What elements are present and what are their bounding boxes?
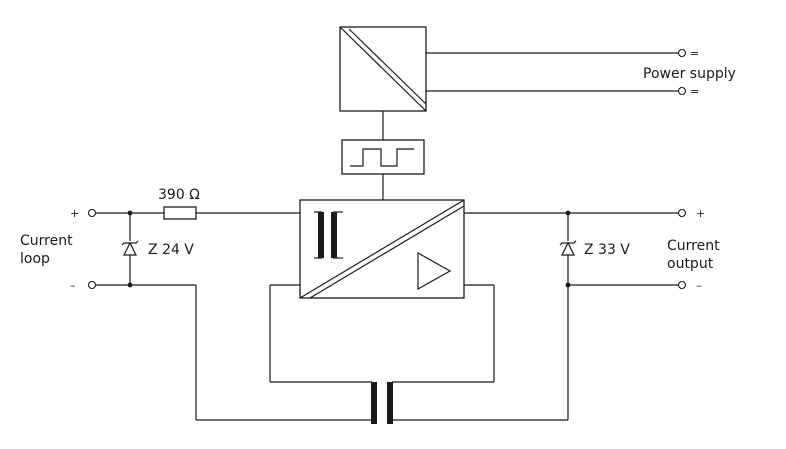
dc-symbol-top: = (690, 47, 699, 60)
power-supply-terminal-bottom (677, 86, 687, 96)
zener-diode-left (123, 241, 137, 256)
power-supply-terminal-top (677, 48, 687, 58)
current-loop-label-line2: loop (20, 251, 50, 267)
current-output-label-line1: Current (667, 238, 720, 254)
oscillator-block (341, 139, 425, 200)
internal-transformer-icon (314, 211, 343, 259)
amplifier-triangle-icon (417, 251, 452, 291)
current-loop-terminal-minus (87, 280, 97, 290)
dc-symbol-bottom: = (690, 85, 699, 98)
zener-left-label: Z 24 V (148, 242, 194, 258)
current-output-terminal-plus (677, 208, 687, 218)
isolation-amplifier-block (299, 199, 465, 299)
dc-dc-converter-block (339, 26, 427, 112)
current-output-plus-sign: + (696, 207, 705, 220)
resistor-390 (163, 206, 197, 220)
isolation-transformer-icon (371, 382, 393, 424)
current-output-circuit (392, 212, 678, 421)
current-loop-label-line1: Current (20, 233, 73, 249)
power-feed-loop (269, 284, 495, 383)
current-output-terminal-minus (677, 280, 687, 290)
zener-right-label: Z 33 V (584, 242, 630, 258)
power-supply-label: Power supply (643, 66, 736, 82)
zener-diode-right (561, 241, 575, 256)
resistor-label: 390 Ω (158, 187, 200, 203)
current-output-minus-sign: – (696, 279, 702, 292)
current-loop-minus-sign: – (70, 279, 76, 292)
current-output-label-line2: output (667, 256, 714, 272)
power-supply-wires (382, 52, 678, 140)
current-loop-terminal-plus (87, 208, 97, 218)
current-loop-plus-sign: + (70, 207, 79, 220)
